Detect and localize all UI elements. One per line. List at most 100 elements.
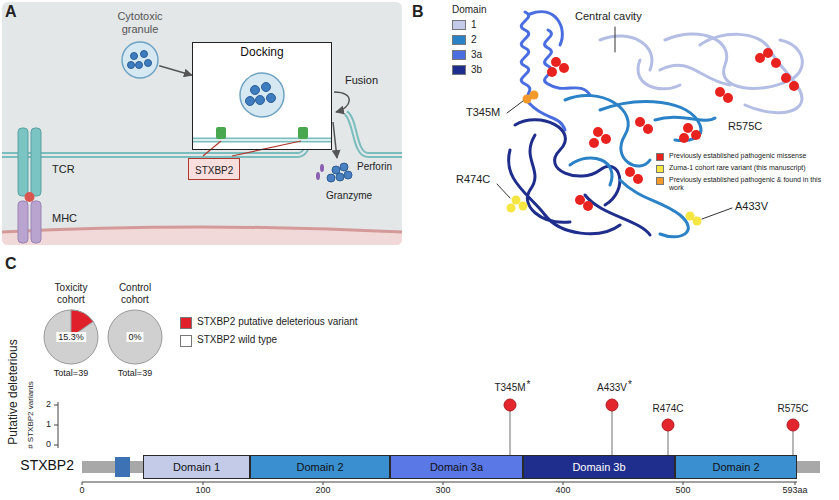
protein-structure-part-part — [547, 67, 557, 77]
panel-c-axes-part — [792, 431, 793, 455]
process-label: Fusion — [345, 74, 378, 87]
panel-a-illustration-part — [262, 83, 271, 92]
panel-c-axes-part — [563, 482, 564, 485]
pie-percent: 0% — [126, 332, 143, 342]
panel-a-illustration-part — [240, 73, 284, 117]
granule-bead — [131, 53, 138, 60]
protein-structure-part — [509, 120, 650, 235]
protein-structure-part-part — [643, 124, 653, 134]
protein-structure-part-part — [601, 134, 611, 144]
legend-text: Zuma-1 cohort rare variant (this manuscr… — [669, 164, 806, 172]
protein-structure-part-part — [551, 57, 561, 67]
legend-swatch — [452, 65, 466, 75]
protein-structure-part-part — [683, 123, 693, 133]
protein-structure-part-part — [655, 117, 715, 120]
domain-label: Domain 1 — [173, 461, 220, 473]
legend-item: Zuma-1 cohort rare variant (this manuscr… — [656, 164, 836, 173]
legend-swatch — [452, 20, 466, 30]
connector-arrow — [159, 66, 192, 76]
panel-a-illustration-part — [340, 163, 348, 171]
panel-c-axes-part — [443, 482, 444, 485]
protein-structure-part-part — [530, 91, 539, 100]
panel-a-illustration-part — [18, 201, 28, 243]
pie-base — [108, 310, 162, 364]
panel-c-axes-part — [203, 482, 204, 485]
protein-structure-part-part — [700, 34, 802, 112]
panel-a-illustration-part — [320, 164, 324, 172]
pie-chart: Control cohort0%Total=39 — [104, 282, 166, 378]
legend-swatch — [452, 35, 466, 45]
panel-a-illustration-part — [2, 2, 402, 245]
panel-a-illustration-part — [336, 173, 344, 181]
receptor-label: TCR — [52, 163, 75, 176]
legend-text: Previously established pathogenic & foun… — [669, 176, 836, 193]
protein-structure-part-part — [559, 63, 569, 73]
protein-structure-part-part — [763, 48, 773, 58]
protein-structure-part-part — [527, 135, 570, 222]
panel-a-illustration-part — [25, 192, 35, 202]
tick-label: 0 — [79, 485, 84, 495]
panel-c-axes-part — [606, 399, 618, 411]
panel-c-axes-part — [323, 482, 324, 485]
pie-heading: Toxicity cohort — [40, 282, 102, 306]
pie-base — [44, 310, 98, 364]
tick-label: 593aa — [782, 485, 807, 495]
axis-title: # STXBP2 variants — [26, 381, 35, 449]
pie-percent: 15.3% — [56, 332, 86, 342]
panel-a-illustration-part — [256, 96, 265, 105]
protein-structure-part-part — [583, 201, 593, 211]
panel-c-axes-part — [504, 399, 516, 411]
panel-a-illustration-part — [18, 128, 28, 196]
panel-a-illustration-part — [298, 127, 308, 139]
pie-wrap: 15.3% — [42, 308, 100, 366]
legend-title: Domain — [452, 4, 486, 16]
domain-label: Domain 3b — [572, 461, 625, 473]
protein-structure-part — [600, 34, 802, 113]
legend-swatch — [180, 317, 192, 329]
panel-a-illustration-part — [2, 227, 402, 245]
protein-structure-part-part — [660, 65, 730, 85]
protein-structure-part — [523, 91, 539, 104]
panel-c-axes-part — [787, 419, 799, 431]
panel-c-axes-part — [54, 405, 58, 406]
significance-mark: * — [527, 379, 531, 391]
legend-text: 2 — [471, 34, 477, 46]
protein-structure-part-part — [589, 138, 599, 148]
granule-bead — [145, 60, 152, 67]
legend-item: STXBP2 wild type — [180, 334, 400, 347]
tick-label: 300 — [435, 485, 450, 495]
legend-text: 3a — [471, 49, 482, 61]
legend: 123a3b — [452, 19, 512, 79]
protein-structure-part-part — [593, 127, 603, 137]
panel-a-illustration-part — [316, 172, 320, 180]
panel-a-illustration — [2, 2, 402, 245]
pie-chart: Toxicity cohort15.3%Total=39 — [40, 282, 102, 378]
variant-label: R474C — [456, 173, 490, 186]
variant-label: T345M — [494, 382, 525, 394]
granule-bead — [141, 51, 148, 58]
granule-drawing — [120, 40, 160, 80]
protein-structure-part-part — [585, 195, 650, 235]
domain-box: Domain 1 — [143, 455, 250, 479]
legend-item: Previously established pathogenic missen… — [656, 152, 836, 161]
panel-a-illustration-part — [333, 122, 337, 158]
panel-a-illustration-part — [334, 92, 349, 112]
tick-label: 1 — [46, 419, 51, 429]
legend-swatch — [656, 165, 664, 173]
protein-structure-part-part — [575, 195, 585, 205]
variant-label: R474C — [652, 403, 683, 415]
protein-structure-part-part — [521, 12, 565, 130]
protein-structure — [497, 12, 802, 237]
protein-structure-part-part — [638, 60, 680, 89]
molecule-label: Perforin — [357, 161, 392, 173]
tick-label: 500 — [675, 485, 690, 495]
panel-a-illustration-part — [216, 127, 226, 139]
protein-structure-part-part — [625, 167, 635, 177]
protein-structure-part-part — [693, 217, 702, 226]
axis-title: Putative deleterious — [7, 339, 21, 444]
protein-structure-part-part — [635, 117, 645, 127]
panel-a-illustration-part — [31, 201, 41, 243]
legend-text: STXBP2 wild type — [197, 334, 277, 346]
legend-item: Previously established pathogenic & foun… — [656, 176, 836, 193]
protein-structure-part-part — [723, 93, 733, 103]
